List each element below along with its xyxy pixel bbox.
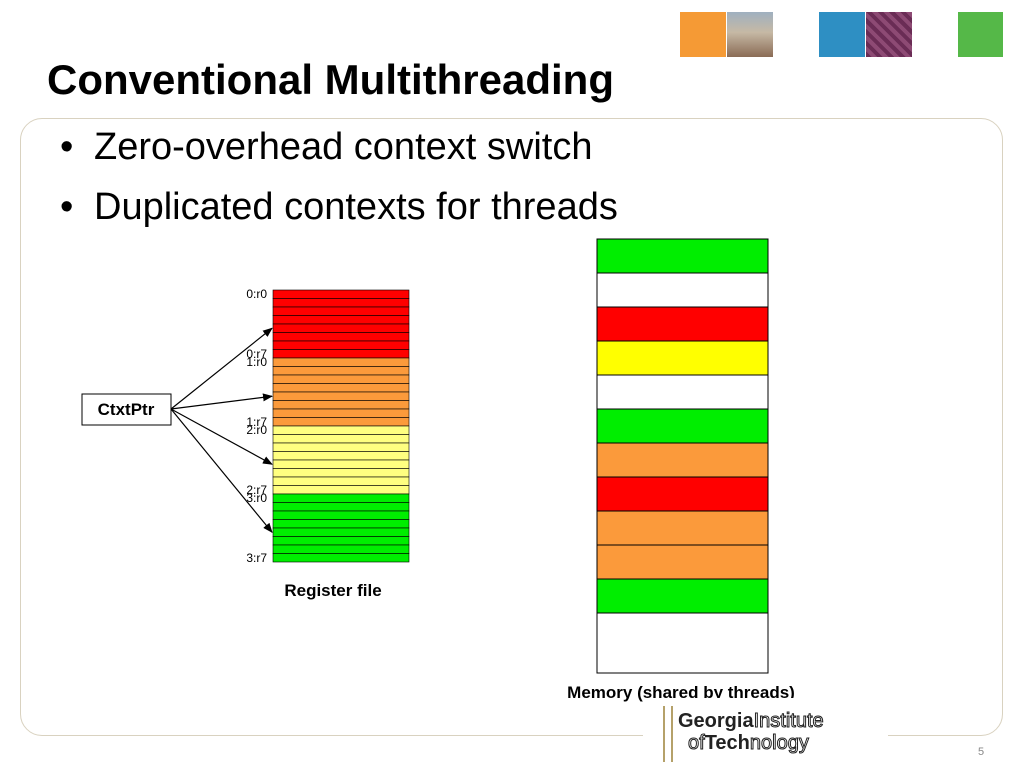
register-cell [272,374,410,384]
ctxtptr-arrows [170,327,273,534]
tech-tower-icon [663,706,673,762]
register-cell [272,510,410,520]
ctxtptr-box [81,393,172,426]
register-cell [272,493,410,503]
register-label: 0:r7 [246,347,267,361]
header-thumbnail-green [958,12,1003,57]
register-cell [272,306,410,316]
register-cell [272,315,410,325]
register-label: 1:r7 [246,415,267,429]
slide-number: 5 [978,746,985,758]
memory-block [596,510,769,546]
register-cell [272,349,410,359]
bullet-dot: • [60,126,74,168]
bullet-item: • Duplicated contexts for threads [60,186,618,229]
register-cell [272,536,410,546]
register-file-caption: Register file [284,581,381,600]
register-file [272,289,410,563]
logo-of: of [688,732,706,755]
register-cell [272,425,410,435]
header-thumbnail-campus-photo [727,12,773,57]
memory-block [596,578,769,614]
register-cell [272,434,410,444]
memory-block [596,544,769,580]
register-cell [272,485,410,495]
register-cell [272,544,410,554]
logo-institute: Institute [753,710,824,733]
register-label: 3:r7 [246,551,267,565]
register-cell [272,332,410,342]
memory-block [596,476,769,512]
register-cell [272,340,410,350]
content-frame [20,118,1003,736]
register-cell [272,383,410,393]
register-cell [272,476,410,486]
register-cell [272,400,410,410]
register-cell [272,408,410,418]
register-cell [272,527,410,537]
register-cell [272,442,410,452]
memory-block [596,340,769,376]
register-label: 1:r0 [246,355,267,369]
memory-caption: Memory (shared by threads) [567,683,795,702]
memory-block [596,238,769,274]
ctxtptr-arrow [170,408,273,465]
bullet-text: Zero-overhead context switch [94,126,593,168]
header-thumbnail-orange [680,12,726,57]
register-cell [272,553,410,563]
header-thumbnail-circuit-photo [866,12,912,57]
slide-title: Conventional Multithreading [47,56,614,103]
register-cell [272,417,410,427]
ctxtptr-arrow [170,408,273,534]
memory-block [596,442,769,478]
bullet-dot: • [60,186,74,228]
register-label: 0:r0 [246,287,267,301]
georgia-tech-logo: GeorgiaInstitute ofTechnology [643,698,888,768]
memory-block [596,408,769,444]
register-cell [272,357,410,367]
register-cell [272,519,410,529]
ctxtptr-arrow [170,327,273,410]
header-thumbnail-blue [819,12,865,57]
register-cell [272,502,410,512]
register-label: 2:r7 [246,483,267,497]
register-label: 2:r0 [246,423,267,437]
ctxtptr-label: CtxtPtr [98,400,155,419]
memory-block [596,374,769,410]
logo-tech: Tech [704,732,750,754]
register-cell [272,298,410,308]
bullet-text: Duplicated contexts for threads [94,186,618,228]
memory-block [596,306,769,342]
register-cell [272,391,410,401]
bullet-item: • Zero-overhead context switch [60,126,592,169]
memory-block [596,272,769,308]
register-cell [272,323,410,333]
register-label: 3:r0 [246,491,267,505]
register-cell [272,468,410,478]
logo-georgia: Georgia [678,710,754,732]
logo-nology: nology [749,732,809,755]
register-cell [272,451,410,461]
shared-memory [596,238,769,674]
register-cell [272,289,410,299]
register-labels: 0:r0 0:r71:r0 1:r72:r0 2:r73:r0 3:r7 [246,287,267,565]
register-cell [272,366,410,376]
ctxtptr-arrow [170,393,273,410]
register-cell [272,459,410,469]
